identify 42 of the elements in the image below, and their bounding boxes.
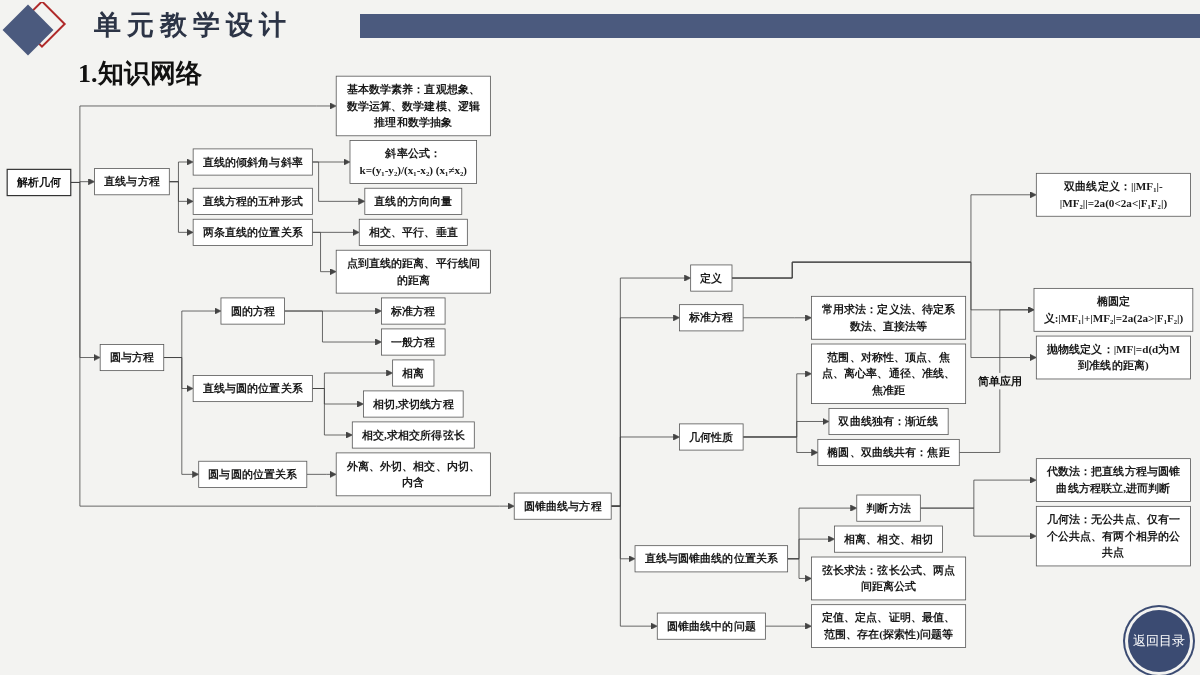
node-box: 椭圆、双曲线共有：焦距	[817, 439, 960, 467]
node-box: 相离、相交、相切	[834, 525, 943, 553]
node-box: 两条直线的位置关系	[192, 218, 313, 246]
slide-title: 单元教学设计	[94, 8, 292, 42]
node-box: 一般方程	[381, 328, 446, 356]
node-box: 标准方程	[381, 297, 446, 325]
section-heading: 1.知识网络	[78, 58, 202, 90]
node-box: 圆与圆的位置关系	[198, 460, 308, 488]
node-box: 直线与圆的位置关系	[192, 375, 313, 403]
node-box: 直线方程的五种形式	[192, 187, 313, 215]
node-box: 圆锥曲线中的问题	[656, 612, 766, 640]
node-box: 常用求法：定义法、待定系数法、直接法等	[811, 296, 967, 340]
node-box: 相交、平行、垂直	[358, 218, 468, 246]
node-box: 几何法：无公共点、仅有一个公共点、有两个相异的公共点	[1035, 506, 1191, 567]
node-box: 直线的方向向量	[364, 187, 463, 215]
node-box: 点到直线的距离、平行线间的距离	[335, 249, 491, 294]
node-box: 圆与方程	[99, 344, 165, 372]
node-box: 定值、定点、证明、最值、范围、存在(探索性)问题等	[811, 604, 967, 649]
node-box: 斜率公式： k=(y₁-y₂)/(x₁-x₂) (x₁≠x₂)	[349, 140, 477, 184]
node-box: 相切,求切线方程	[363, 390, 464, 418]
node-box: 标准方程	[679, 304, 744, 332]
node-box: 几何性质	[679, 423, 744, 451]
node-box: 相离	[392, 359, 435, 387]
node-box: 相交,求相交所得弦长	[351, 421, 475, 449]
node-box: 抛物线定义：|MF|=d(d为M到准线的距离)	[1035, 335, 1191, 380]
node-box: 代数法：把直线方程与圆锥曲线方程联立,进而判断	[1035, 458, 1191, 503]
node-box: 基本数学素养：直观想象、数学运算、数学建模、逻辑推理和数学抽象	[335, 75, 491, 137]
node-box: 圆锥曲线与方程	[513, 492, 612, 520]
node-box: 直线与方程	[94, 168, 170, 196]
node-box: 判断方法	[856, 494, 921, 522]
node-box: 弦长求法：弦长公式、两点间距离公式	[811, 556, 967, 601]
node-box: 双曲线定义：||MF₁|-|MF₂||=2a(0<2a<|F₁F₂|)	[1035, 173, 1191, 217]
node-box: 圆的方程	[220, 297, 285, 325]
edge-label: 简单应用	[977, 375, 1023, 388]
node-box: 椭圆定义:|MF₁|+|MF₂|=2a(2a>|F₁F₂|)	[1033, 288, 1194, 332]
node-box: 直线与圆锥曲线的位置关系	[634, 545, 788, 573]
node-box: 直线的倾斜角与斜率	[192, 148, 313, 176]
node-box: 双曲线独有：渐近线	[828, 408, 949, 436]
node-box: 定义	[690, 264, 733, 292]
node-box: 解析几何	[6, 168, 72, 197]
node-box: 范围、对称性、顶点、焦点、离心率、通径、准线、焦准距	[811, 343, 967, 405]
node-box: 外离、外切、相交、内切、内含	[335, 452, 491, 497]
